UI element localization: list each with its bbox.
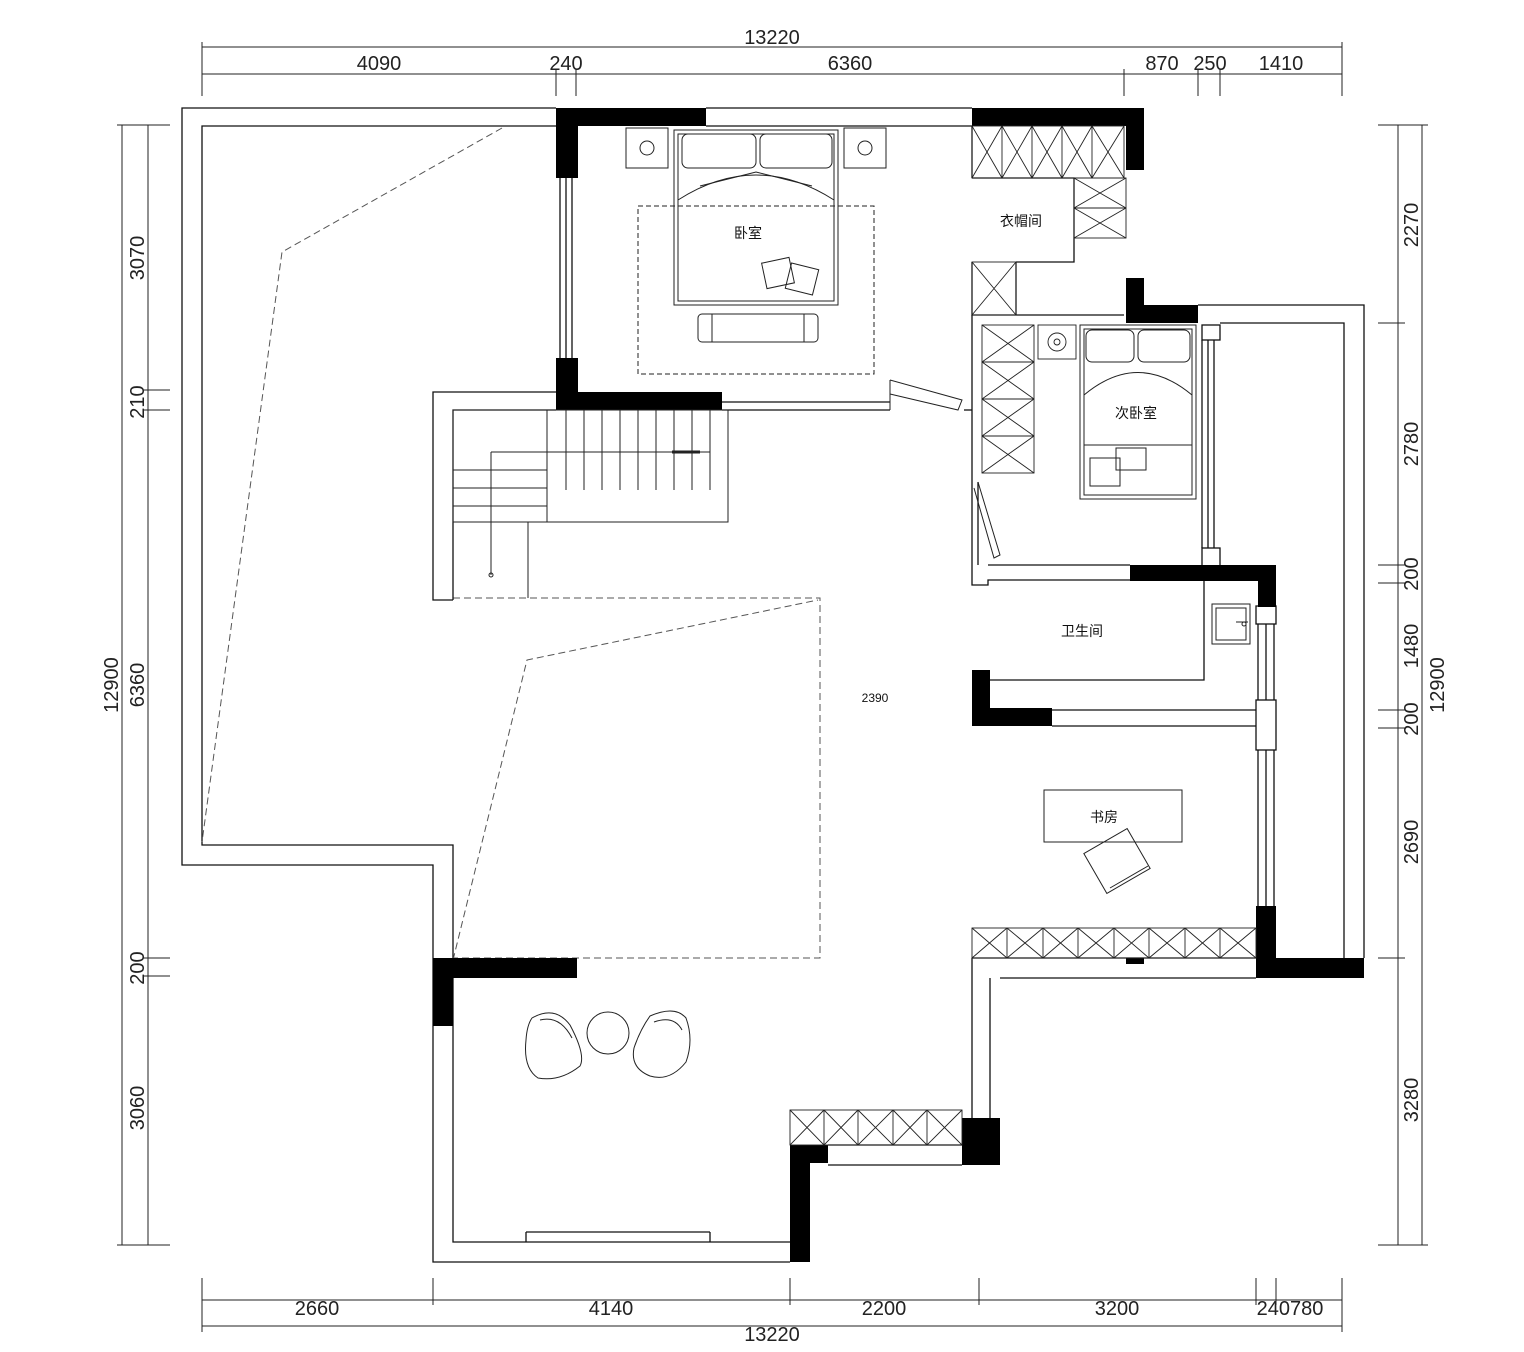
dimension-lines [117, 42, 1428, 1332]
second-bed [1079, 324, 1197, 500]
study-desk [1043, 789, 1183, 895]
bathroom-sink [1211, 603, 1251, 645]
dim-top-seg-3: 6360 [828, 53, 873, 75]
dim-bottom-seg-3: 2200 [862, 1298, 907, 1320]
dim-bottom-seg-1: 2660 [295, 1298, 340, 1320]
dim-bottom-seg-5: 240780 [1257, 1298, 1324, 1320]
room-label-second-bedroom: 次卧室 [1115, 405, 1157, 421]
dim-right-seg-6: 2690 [1401, 820, 1423, 865]
dim-left-seg-4: 200 [127, 951, 149, 984]
dim-top-total: 13220 [744, 27, 800, 49]
study-bottom-cabinet [971, 927, 1257, 959]
room-label-study: 书房 [1090, 809, 1118, 825]
dim-right-seg-4: 1480 [1401, 624, 1423, 669]
solid-walls [433, 108, 1364, 1262]
dim-top-seg-1: 4090 [357, 53, 402, 75]
dim-left-seg-5: 3060 [127, 1086, 149, 1131]
dashed-outlines [201, 127, 821, 961]
room-label-cloakroom: 衣帽间 [1000, 213, 1042, 229]
dim-right-seg-3: 200 [1401, 557, 1423, 590]
dim-right-seg-7: 3280 [1401, 1078, 1423, 1123]
dim-left-total: 12900 [101, 657, 123, 713]
dim-left-seg-1: 3070 [127, 236, 149, 281]
dim-right-seg-1: 2270 [1401, 203, 1423, 248]
dim-top-seg-2: 240 [549, 53, 582, 75]
dim-top-seg-6: 1410 [1259, 53, 1304, 75]
dim-left-seg-2: 210 [127, 385, 149, 418]
second-bedroom-wardrobe [981, 324, 1077, 474]
dim-right-total: 12900 [1427, 657, 1449, 713]
dim-top-seg-4: 870 [1145, 53, 1178, 75]
dim-bottom-total: 13220 [744, 1324, 800, 1346]
dim-bottom-seg-2: 4140 [589, 1298, 634, 1320]
room-label-bedroom: 卧室 [734, 225, 762, 241]
interior-walls [432, 107, 1365, 1166]
stairs [452, 409, 729, 598]
dim-bottom-seg-4: 3200 [1095, 1298, 1140, 1320]
cloakroom-wardrobe [971, 125, 1127, 316]
lower-cabinet [789, 1109, 963, 1146]
dim-right-seg-5: 200 [1401, 702, 1423, 735]
dim-left-seg-3: 6360 [127, 663, 149, 708]
master-bed [625, 127, 887, 375]
dim-top-seg-5: 250 [1193, 53, 1226, 75]
room-label-center: 2390 [862, 691, 889, 705]
doors [889, 379, 1001, 559]
room-label-bathroom: 卫生间 [1061, 623, 1103, 639]
outer-terrace-walls [181, 107, 790, 1263]
dim-right-seg-2: 2780 [1401, 422, 1423, 467]
lounge-set [525, 1010, 691, 1080]
